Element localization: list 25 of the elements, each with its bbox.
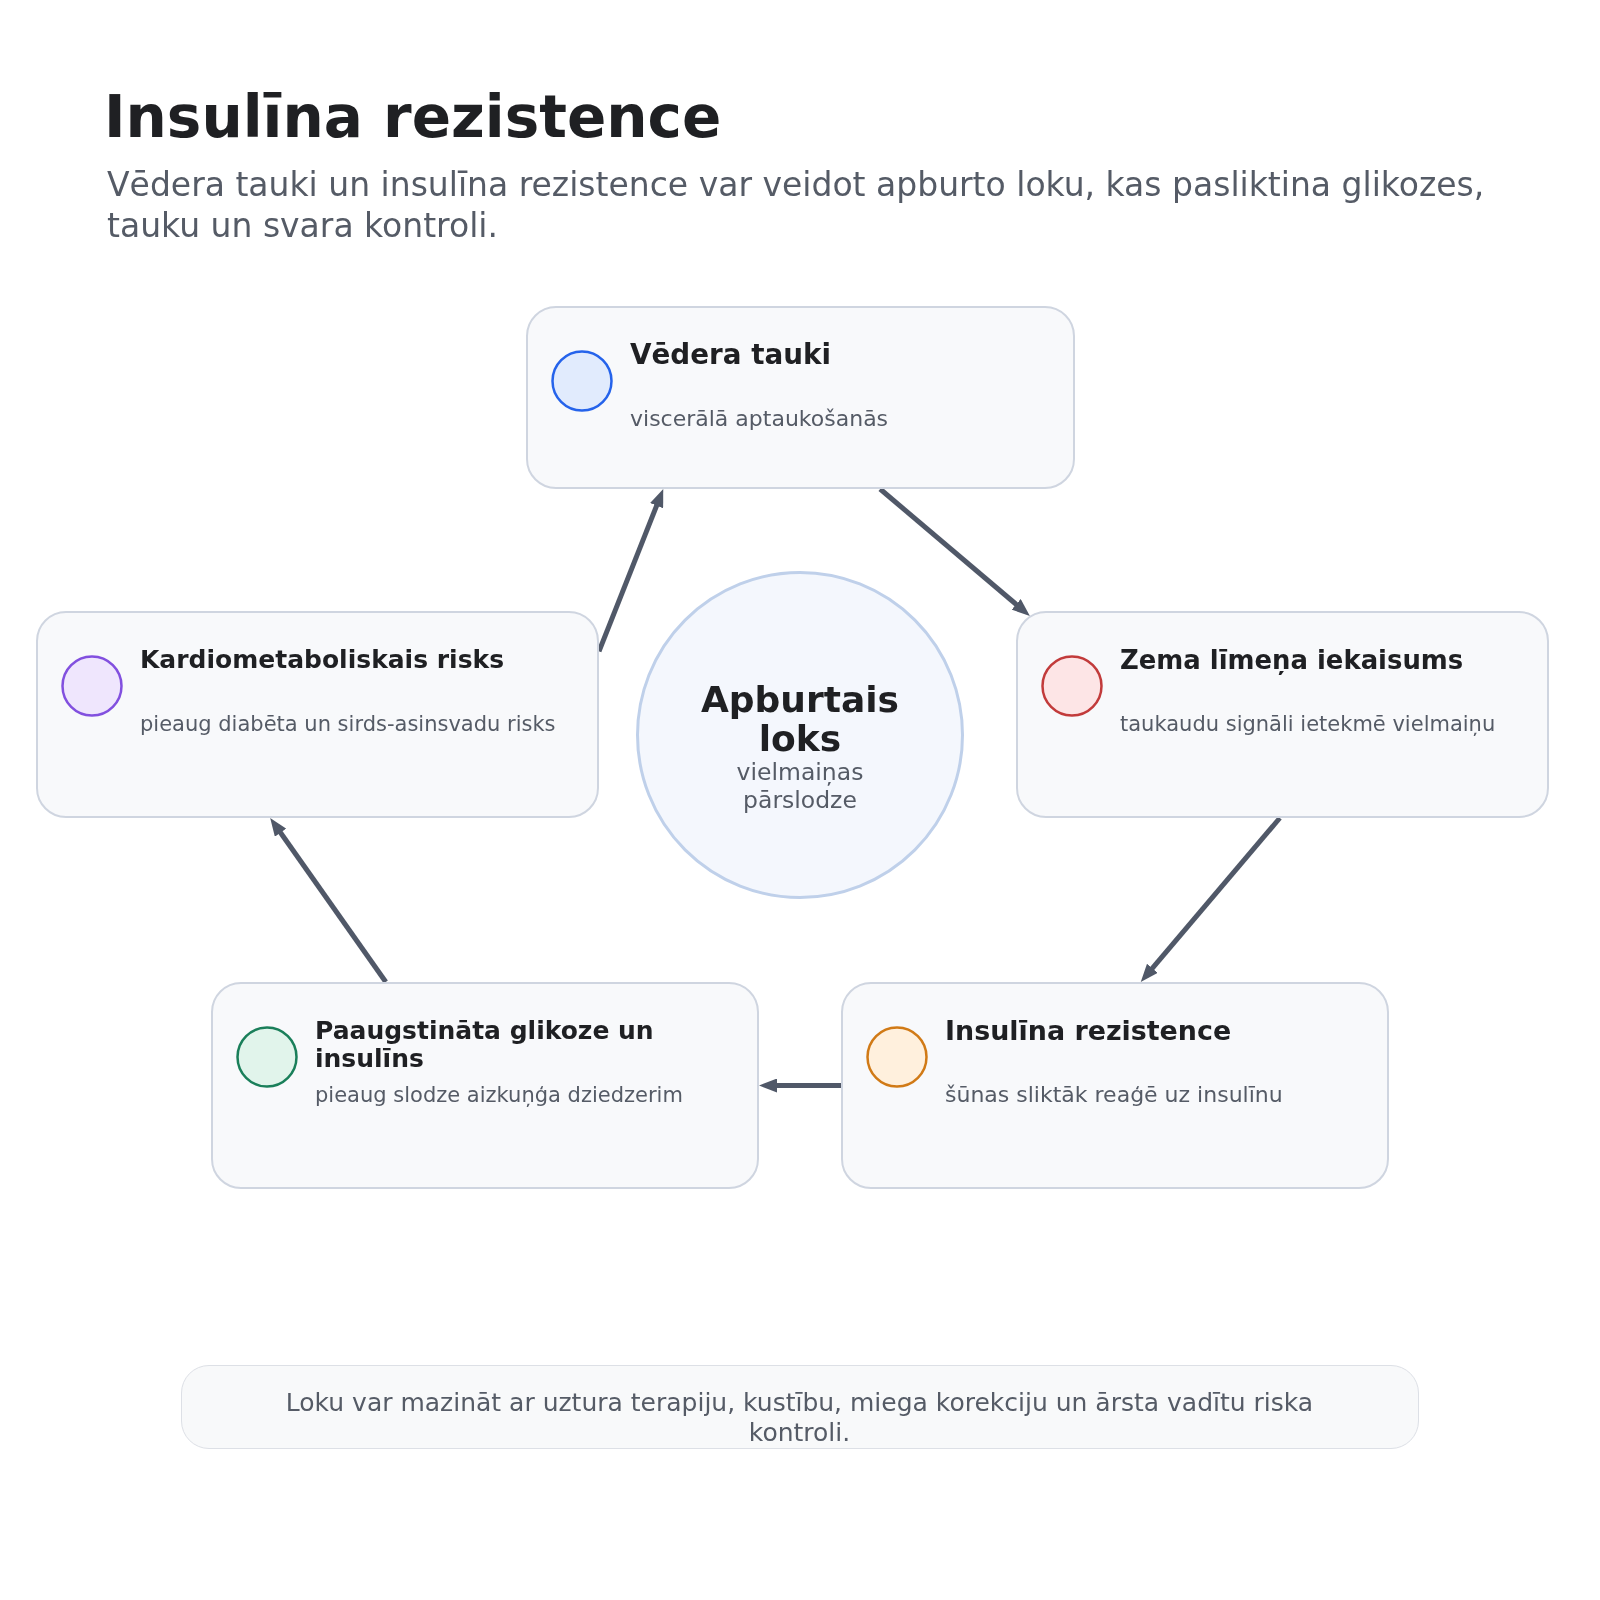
arrow [1140, 816, 1282, 982]
circle-subtitle: vielmaiņas pārslodze [735, 758, 865, 814]
card-description: šūnas sliktāk reaģē uz insulīnu [945, 1083, 1283, 1107]
step-card [841, 982, 1389, 1189]
step-card [211, 982, 759, 1189]
card-description: pieaug slodze aizkuņģa dziedzerim [315, 1083, 683, 1107]
step-card [1016, 611, 1549, 818]
arrow [270, 817, 388, 984]
step-card [526, 306, 1075, 489]
note-box [181, 1365, 1419, 1449]
card-title: Insulīna rezistence [945, 1017, 1232, 1045]
card-title: Paaugstināta glikoze un insulīns [315, 1017, 655, 1073]
step-card [36, 611, 599, 818]
card-title: Zema līmeņa iekaisums [1120, 646, 1464, 674]
note-text: Loku var mazināt ar uztura terapiju, kustību, miega korekciju un ārsta vadītu riska kontroli. [284, 1388, 1315, 1448]
arrow [759, 1078, 841, 1093]
title: Insulīna rezistence [104, 85, 722, 149]
arrow [878, 487, 1030, 616]
card-title: Kardiometaboliskais risks [140, 646, 505, 674]
subtitle: Vēdera tauki un insulīna rezistence var veidot apburto loku, kas pasliktina glikozes, tauku un svara kontroli. [107, 164, 1486, 246]
card-description: viscerālā aptaukošanās [630, 407, 889, 431]
card-title: Vēdera tauki [630, 341, 832, 369]
circle-title: Apburtais loks [699, 680, 901, 758]
card-description: taukaudu signāli ietekmē vielmaiņu [1120, 712, 1496, 736]
card-description: pieaug diabēta un sirds-asinsvadu risks [140, 712, 556, 736]
